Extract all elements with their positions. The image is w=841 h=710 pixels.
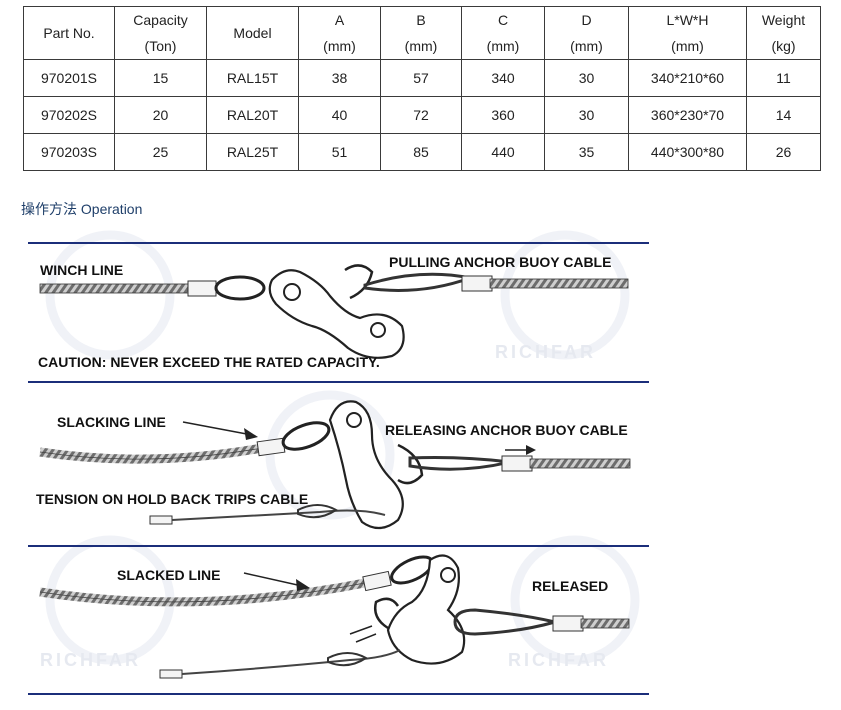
header-a: A(mm) (298, 6, 381, 60)
panel-1: WINCH LINE PULLING ANCHOR BUOY CABLE CAU… (38, 254, 629, 370)
cell-model: RAL20T (206, 96, 299, 134)
cell-capacity: 15 (114, 59, 207, 97)
cell-c: 340 (461, 59, 545, 97)
cell-b: 57 (380, 59, 462, 97)
header-model: Model (206, 6, 299, 60)
release-hook (328, 400, 404, 530)
cell-weight: 11 (746, 59, 821, 97)
buoy-cable (529, 458, 631, 469)
slacking-cable-outline (39, 447, 263, 460)
label-slacked-line: SLACKED LINE (117, 567, 220, 583)
hook-tip (374, 597, 400, 630)
operation-diagram: RICHFAR RICHFAR RICHFAR WINCH LINE PULLI… (28, 230, 649, 695)
watermark-text: RICHFAR (495, 342, 596, 362)
label-tension-trip: TENSION ON HOLD BACK TRIPS CABLE (36, 491, 308, 507)
cell-model: RAL15T (206, 59, 299, 97)
buoy-cable (489, 278, 629, 289)
arrow-line (243, 572, 303, 587)
cell-d: 30 (544, 96, 629, 134)
label-released: RELEASED (532, 578, 608, 594)
cell-d: 30 (544, 59, 629, 97)
label-releasing-cable: RELEASING ANCHOR BUOY CABLE (385, 422, 628, 438)
cable-eye (408, 456, 511, 471)
table-row: 970203S 25 RAL25T 51 85 440 35 440*300*8… (23, 133, 821, 171)
cable-eye (363, 272, 476, 292)
cell-a: 40 (298, 96, 381, 134)
label-pulling-cable: PULLING ANCHOR BUOY CABLE (389, 254, 611, 270)
cable-ferrule (461, 275, 493, 292)
table-row: 970201S 15 RAL15T 38 57 340 30 340*210*6… (23, 59, 821, 97)
slacked-cable-outline (39, 581, 371, 603)
arrow-head (244, 428, 258, 440)
slacked-cable (39, 577, 371, 607)
hook-pivot (283, 283, 301, 301)
spec-table: Part No. Capacity(Ton) Model A(mm) B(mm)… (23, 6, 821, 171)
panel-3: SLACKED LINE RELEASED (39, 554, 630, 679)
cell-part-no: 970203S (23, 133, 115, 171)
cell-capacity: 20 (114, 96, 207, 134)
cell-model: RAL25T (206, 133, 299, 171)
release-hook (268, 269, 405, 359)
release-hook (386, 554, 466, 665)
header-lwh: L*W*H(mm) (628, 6, 747, 60)
operation-heading-en: Operation (80, 201, 143, 217)
cell-capacity: 25 (114, 133, 207, 171)
watermark-text: RICHFAR (40, 650, 141, 670)
trip-cable-eye (327, 652, 368, 667)
arrow-head (296, 579, 310, 591)
trip-cable-eye (297, 504, 338, 519)
winch-cable (39, 283, 191, 294)
header-weight: Weight(kg) (746, 6, 821, 60)
cell-lwh: 440*300*80 (628, 133, 747, 171)
header-part-no: Part No. (23, 6, 115, 60)
cell-d: 35 (544, 133, 629, 171)
header-capacity: Capacity(Ton) (114, 6, 207, 60)
cable-ferrule (159, 669, 183, 679)
hook-pivot (440, 567, 456, 583)
header-d: D(mm) (544, 6, 629, 60)
hook-hole (370, 322, 386, 338)
label-caution: CAUTION: NEVER EXCEED THE RATED CAPACITY… (38, 354, 380, 370)
motion-lines (349, 625, 377, 643)
panel-2: SLACKING LINE RELEASING ANCHOR BUOY CABL… (36, 400, 631, 530)
trip-cable (181, 649, 401, 675)
cell-c: 440 (461, 133, 545, 171)
label-winch-line: WINCH LINE (40, 262, 123, 278)
cell-lwh: 340*210*60 (628, 59, 747, 97)
watermark-text: RICHFAR (508, 650, 609, 670)
trip-cable (171, 509, 386, 521)
chain-link (281, 421, 331, 451)
cable-ferrule (362, 570, 392, 592)
cell-part-no: 970201S (23, 59, 115, 97)
header-b: B(mm) (380, 6, 462, 60)
hook-tip (344, 264, 374, 300)
arrow-head (526, 445, 536, 455)
buoy-cable (580, 618, 630, 629)
cell-a: 51 (298, 133, 381, 171)
cable-ferrule (501, 455, 533, 472)
arrow-line (182, 421, 253, 436)
hook-tip (397, 443, 424, 485)
label-slacking-line: SLACKING LINE (57, 414, 166, 430)
cell-weight: 14 (746, 96, 821, 134)
header-c: C(mm) (461, 6, 545, 60)
operation-heading-zh: 操作方法 (21, 202, 77, 218)
cable-ferrule (187, 280, 217, 297)
cell-a: 38 (298, 59, 381, 97)
cell-b: 72 (380, 96, 462, 134)
operation-heading: 操作方法 Operation (21, 199, 142, 219)
chain-link (214, 275, 266, 301)
cable-ferrule (256, 437, 286, 457)
cell-part-no: 970202S (23, 96, 115, 134)
cell-weight: 26 (746, 133, 821, 171)
table-row: 970202S 20 RAL20T 40 72 360 30 360*230*7… (23, 96, 821, 134)
cable-ferrule (149, 515, 173, 525)
cell-b: 85 (380, 133, 462, 171)
hook-pivot (346, 412, 362, 428)
table-header-row: Part No. Capacity(Ton) Model A(mm) B(mm)… (23, 6, 821, 60)
cable-ferrule (552, 615, 584, 632)
cell-lwh: 360*230*70 (628, 96, 747, 134)
cable-eye (453, 608, 556, 636)
cell-c: 360 (461, 96, 545, 134)
